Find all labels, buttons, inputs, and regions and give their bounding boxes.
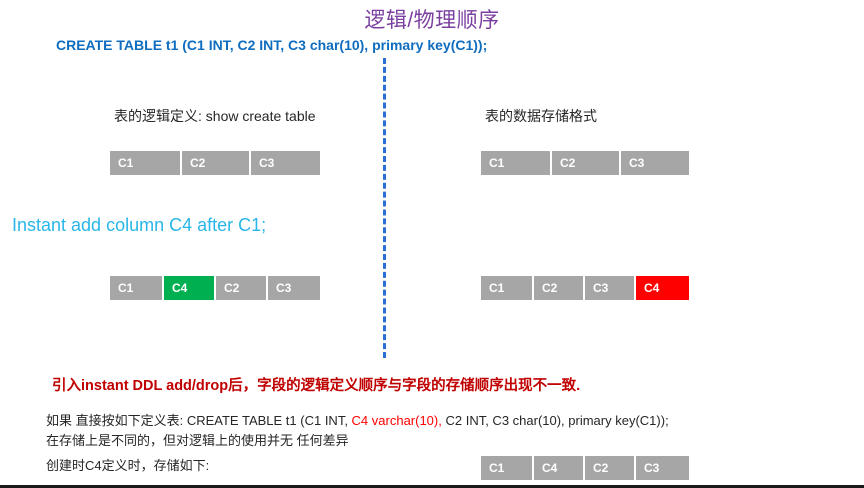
table-cell: C2 [534, 276, 585, 300]
table-cell: C3 [585, 276, 636, 300]
table-cell: C4 [534, 456, 585, 480]
table-cell: C1 [481, 151, 552, 175]
note-line-1-suffix: C2 INT, C3 char(10), primary key(C1)); [441, 413, 669, 428]
table-cell: C1 [110, 276, 164, 300]
table-cell: C1 [110, 151, 182, 175]
red-emphasis-note: 引入instant DDL add/drop后，字段的逻辑定义顺序与字段的存储顺… [52, 378, 581, 394]
note-line-3: 创建时C4定义时，存储如下: [46, 458, 210, 473]
note-line-1-prefix: 如果 直接按如下定义表: CREATE TABLE t1 (C1 INT, [46, 413, 352, 428]
page-title: 逻辑/物理顺序 [364, 9, 500, 32]
note-line-1-highlight: C4 varchar(10), [351, 413, 442, 428]
table-cell: C2 [585, 456, 636, 480]
table-cell: C3 [621, 151, 689, 175]
table-cell: C2 [552, 151, 621, 175]
table-cell: C3 [636, 456, 689, 480]
table-storage-created-with-c4: C1 C4 C2 C3 [481, 456, 689, 480]
create-table-statement: CREATE TABLE t1 (C1 INT, C2 INT, C3 char… [56, 37, 488, 53]
vertical-dashed-divider [383, 58, 386, 358]
table-cell: C1 [481, 456, 534, 480]
table-cell: C2 [182, 151, 251, 175]
table-logical-before: C1 C2 C3 [110, 151, 320, 175]
table-cell: C3 [251, 151, 320, 175]
note-line-2: 在存储上是不同的，但对逻辑上的使用并无 任何差异 [46, 433, 349, 448]
table-cell: C1 [481, 276, 534, 300]
table-storage-after: C1 C2 C3 C4 [481, 276, 689, 300]
table-cell-highlight-green: C4 [164, 276, 216, 300]
bottom-rule [0, 485, 864, 488]
table-storage-before: C1 C2 C3 [481, 151, 689, 175]
note-line-1: 如果 直接按如下定义表: CREATE TABLE t1 (C1 INT, C4… [46, 410, 669, 429]
table-cell-highlight-red: C4 [636, 276, 689, 300]
caption-logical-definition: 表的逻辑定义: show create table [114, 108, 316, 124]
caption-storage-format: 表的数据存储格式 [485, 108, 597, 124]
table-logical-after: C1 C4 C2 C3 [110, 276, 320, 300]
instant-add-column-statement: Instant add column C4 after C1; [12, 215, 267, 235]
table-cell: C3 [268, 276, 320, 300]
table-cell: C2 [216, 276, 268, 300]
